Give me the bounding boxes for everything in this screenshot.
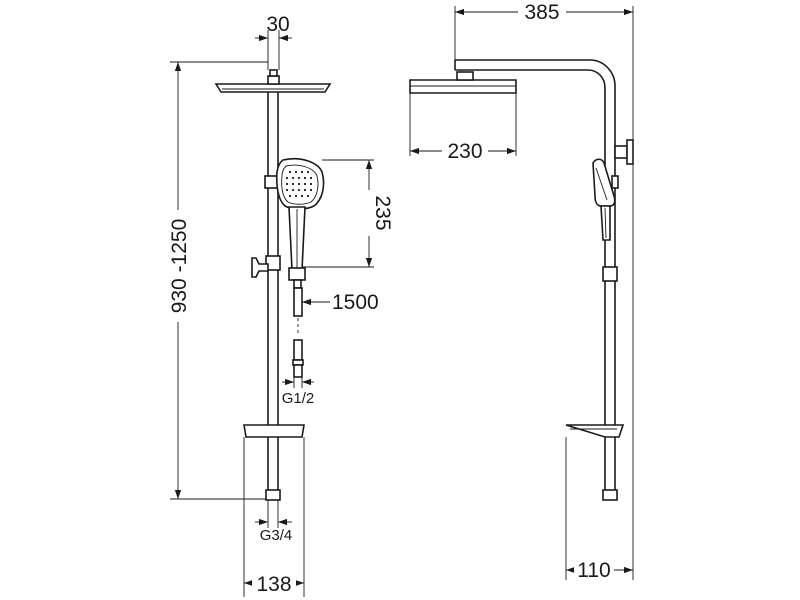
label-wall-offset: 110 (577, 559, 610, 582)
dimension-hand-shower-length: 235 (303, 159, 394, 268)
dimension-inlet-thread: G3/4 (255, 500, 292, 544)
side-soap-shelf (565, 424, 625, 438)
label-shelf-width: 138 (256, 573, 291, 596)
dimension-shelf-width: 138 (243, 437, 305, 597)
front-diverter-lever (251, 257, 269, 278)
label-head-width: 230 (447, 140, 482, 163)
side-rain-head (409, 71, 517, 94)
front-hand-shower (275, 157, 325, 289)
side-hand-shower (592, 158, 616, 241)
dimension-wall-offset: 110 (565, 164, 634, 582)
label-hose-length: 1500 (332, 291, 379, 314)
front-rain-head (214, 69, 332, 93)
label-column-height: 930 -1250 (168, 219, 191, 314)
front-shower-hose (292, 287, 304, 378)
front-nozzle-grid (285, 170, 313, 198)
dimension-hose-length: 1500 (302, 291, 379, 314)
label-inlet-thread: G3/4 (260, 527, 293, 544)
label-hand-shower-length: 235 (371, 195, 394, 230)
dimension-hose-thread: G1/2 (282, 370, 315, 407)
dimension-arm-reach: 385 (454, 1, 634, 140)
front-riser-pipe (264, 92, 282, 501)
dimension-outlet-spacing: 30 (255, 13, 292, 70)
side-shower-arm (454, 59, 634, 501)
front-view (214, 69, 332, 501)
side-view (409, 59, 634, 501)
dimension-column-height: 930 -1250 (168, 61, 268, 500)
label-arm-reach: 385 (524, 1, 559, 24)
front-soap-shelf (243, 424, 305, 438)
dimension-head-width: 230 (409, 93, 517, 163)
label-outlet-spacing: 30 (266, 13, 289, 36)
label-hose-thread: G1/2 (282, 390, 315, 407)
